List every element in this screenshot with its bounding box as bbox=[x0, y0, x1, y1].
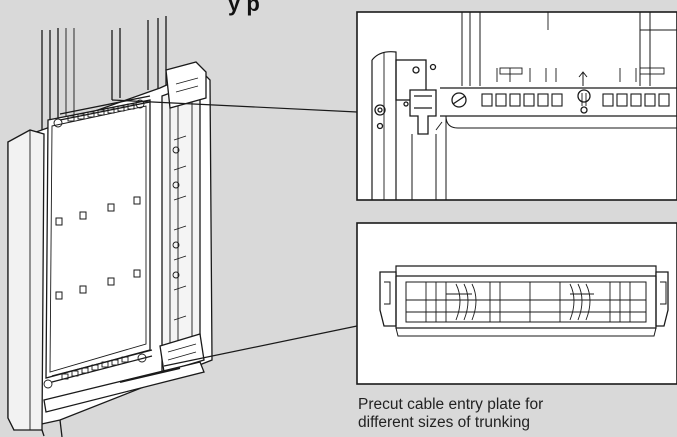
caption: Precut cable entry plate for different s… bbox=[358, 396, 676, 432]
caption-line-1: Precut cable entry plate for bbox=[358, 396, 544, 413]
cropped-heading: y p bbox=[228, 0, 260, 16]
caption-line-2: different sizes of trunking bbox=[358, 414, 531, 431]
leader-lines bbox=[111, 99, 358, 367]
detail-panel-top bbox=[356, 11, 677, 201]
detail-panel-bottom bbox=[356, 222, 677, 385]
enclosure-drawing bbox=[7, 16, 213, 437]
